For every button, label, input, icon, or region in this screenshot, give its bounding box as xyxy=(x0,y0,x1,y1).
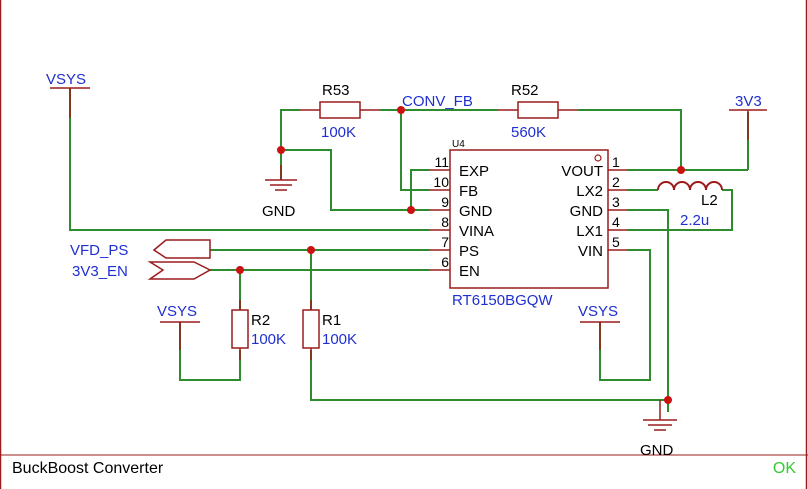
pin-num-3: 3 xyxy=(612,194,620,210)
vsys-mid-label: VSYS xyxy=(157,303,197,320)
net-flag-3v3-en[interactable]: 3V3_EN xyxy=(72,261,212,280)
pin-name-lx1: LX1 xyxy=(576,223,603,240)
resistor-r52[interactable]: R52 560K xyxy=(498,82,578,141)
ic-body[interactable] xyxy=(449,149,609,289)
pin-num-7: 7 xyxy=(441,234,449,250)
vsys-right-label: VSYS xyxy=(578,303,618,320)
r1-body[interactable] xyxy=(302,309,320,349)
wire-convfb-fb[interactable] xyxy=(400,110,430,191)
l2-ref: L2 xyxy=(701,192,718,209)
r53-value: 100K xyxy=(321,124,356,141)
pin-num-10: 10 xyxy=(433,174,449,190)
v3v3-label: 3V3 xyxy=(735,93,762,110)
pin-name-gnd-right: GND xyxy=(570,203,604,220)
junction-vout xyxy=(677,166,685,174)
r1-ref: R1 xyxy=(322,312,341,329)
pin-name-en: EN xyxy=(459,263,480,280)
wire-vsys-vina[interactable] xyxy=(69,88,430,231)
l2-value: 2.2u xyxy=(680,212,709,229)
conv-fb-label: CONV_FB xyxy=(402,93,473,110)
vfd-ps-label: VFD_PS xyxy=(70,242,128,259)
resistor-r1[interactable]: R1 100K xyxy=(302,300,357,360)
en-flag-icon[interactable] xyxy=(147,261,212,280)
ground-port-bottom[interactable]: GND xyxy=(640,400,677,459)
net-flag-vfd-ps[interactable]: VFD_PS xyxy=(70,239,211,259)
pin-num-1: 1 xyxy=(612,154,620,170)
pin-name-fb: FB xyxy=(459,183,478,200)
wires xyxy=(69,88,749,412)
wire-r1-gnd[interactable] xyxy=(310,350,668,401)
inductor-l2[interactable]: L2 2.2u xyxy=(657,181,723,229)
power-port-vsys-mid[interactable]: VSYS xyxy=(157,303,200,350)
r2-ref: R2 xyxy=(251,312,270,329)
en-label: 3V3_EN xyxy=(72,263,128,280)
pin-num-9: 9 xyxy=(441,194,449,210)
r2-body[interactable] xyxy=(231,309,249,349)
vfd-ps-flag-icon[interactable] xyxy=(152,239,211,259)
pin-num-6: 6 xyxy=(441,254,449,270)
resistor-r2[interactable]: R2 100K xyxy=(231,300,286,360)
pin-name-vina: VINA xyxy=(459,223,494,240)
r52-value: 560K xyxy=(511,124,546,141)
wire-r2-vsys[interactable] xyxy=(179,322,241,381)
power-port-vsys-top[interactable]: VSYS xyxy=(46,71,90,118)
wire-exp-gnd[interactable] xyxy=(410,169,430,210)
pin-name-vout: VOUT xyxy=(561,163,603,180)
junction-en xyxy=(236,266,244,274)
pin-num-11: 11 xyxy=(434,154,449,170)
pin-name-gnd-left: GND xyxy=(459,203,493,220)
r52-body[interactable] xyxy=(517,101,559,119)
pin-num-5: 5 xyxy=(612,234,620,250)
ic-designator: U4 xyxy=(452,139,465,150)
power-port-3v3[interactable]: 3V3 xyxy=(729,93,767,140)
wire-lx1[interactable] xyxy=(627,189,733,231)
junction-pin9 xyxy=(407,206,415,214)
ground-port-left[interactable]: GND xyxy=(262,165,297,220)
pin-name-ps: PS xyxy=(459,243,479,260)
junctions xyxy=(236,106,685,404)
junction-convfb xyxy=(397,106,405,114)
r53-body[interactable] xyxy=(319,101,361,119)
r53-ref: R53 xyxy=(322,82,350,99)
r1-value: 100K xyxy=(322,331,357,348)
status-indicator: OK xyxy=(772,460,796,477)
junction-gnd-bottom xyxy=(664,396,672,404)
wire-vin[interactable] xyxy=(599,249,651,381)
gnd-bottom-label: GND xyxy=(640,442,674,459)
wire-r53-gnd[interactable] xyxy=(280,109,300,180)
pin-num-8: 8 xyxy=(441,214,449,230)
pin1-marker-icon xyxy=(594,154,602,162)
sheet-title: BuckBoost Converter xyxy=(12,460,164,477)
pin-num-4: 4 xyxy=(612,214,620,230)
r2-value: 100K xyxy=(251,331,286,348)
pin-num-2: 2 xyxy=(612,174,620,190)
ic-u4[interactable]: U4 RT6150BGQW 11 10 9 8 7 6 EXP FB GND xyxy=(430,139,627,309)
junction-gnd-left xyxy=(277,146,285,154)
gnd-left-label: GND xyxy=(262,203,296,220)
resistor-r53[interactable]: R53 100K xyxy=(300,82,380,141)
junction-ps xyxy=(307,246,315,254)
wire-gnd-node-to-pin9[interactable] xyxy=(281,149,430,211)
pin-name-lx2: LX2 xyxy=(576,183,603,200)
pin-name-vin: VIN xyxy=(578,243,603,260)
power-port-vsys-right[interactable]: VSYS xyxy=(578,303,620,350)
inductor-coil-icon[interactable] xyxy=(657,181,723,191)
wire-gnd-pin3[interactable] xyxy=(627,209,669,412)
r52-ref: R52 xyxy=(511,82,539,99)
pin-name-exp: EXP xyxy=(459,163,489,180)
ic-part-number: RT6150BGQW xyxy=(452,292,553,309)
vsys-top-label: VSYS xyxy=(46,71,86,88)
wire-r52-vout[interactable] xyxy=(578,109,682,170)
